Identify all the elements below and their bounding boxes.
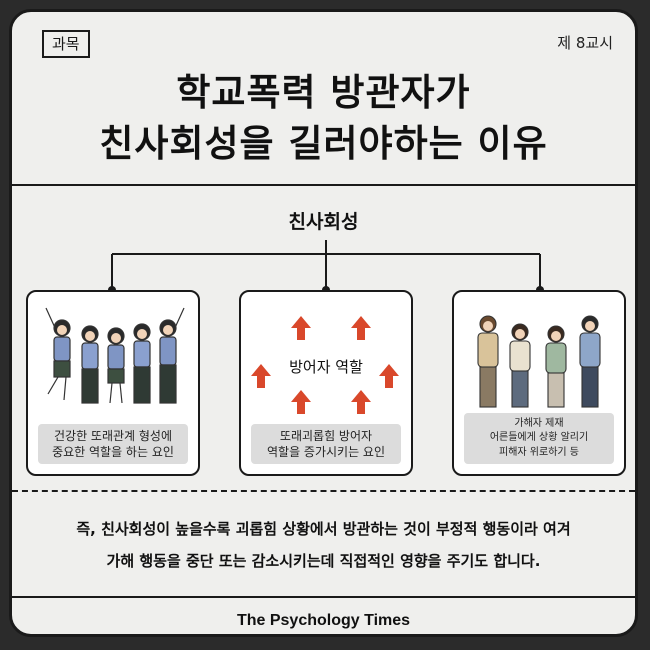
up-arrows-icon [251,316,399,414]
factor-box-defender-role: 방어자 역할 또래괴롭힘 방어자 역할을 증가시키는 요인 [239,290,413,476]
caption-line: 중요한 역할을 하는 요인 [52,444,174,459]
footer-divider [12,596,635,598]
caption-line: 건강한 또래관계 형성에 [53,428,173,443]
title-line-2: 친사회성을 길러야하는 이유 [99,122,548,165]
students-group-icon [45,307,185,404]
factor-box-actions: 가해자 제재 어른들에게 상황 알리기 피해자 위로하기 등 [452,290,626,476]
caption-line: 가해자 제재 [514,417,564,429]
root-node-label: 친사회성 [288,211,359,233]
caption-line: 피해자 위로하기 등 [499,446,579,458]
factor-box-peer-relations: 건강한 또래관계 형성에 중요한 역할을 하는 요인 [26,290,200,476]
factor-caption-3: 가해자 제재 어른들에게 상황 알리기 피해자 위로하기 등 [464,412,614,464]
footer-brand: The Psychology Times [236,612,411,629]
caption-line: 어른들에게 상황 알리기 [489,432,589,443]
caption-line: 역할을 증가시키는 요인 [266,444,386,459]
infographic-card: 과목 제 8교시 학교폭력 방관자가 친사회성을 길러야하는 이유 친사회성 [9,9,638,637]
tree-connectors [108,240,544,294]
summary-line-1: 즉, 친사회성이 높을수록 괴롭힘 상황에서 방관하는 것이 부정적 행동이라 … [76,520,571,538]
caption-line: 또래괴롭힘 방어자 [279,428,373,443]
factor-caption-1: 건강한 또래관계 형성에 중요한 역할을 하는 요인 [38,423,188,464]
lesson-number: 제 8교시 [557,34,613,52]
adults-group-icon [477,315,601,408]
subject-tag: 과목 [42,30,90,58]
factor-caption-2: 또래괴롭힘 방어자 역할을 증가시키는 요인 [251,423,401,464]
summary-line-2: 가해 행동을 중단 또는 감소시키는데 직접적인 영향을 주기도 합니다. [106,552,541,570]
title-line-1: 학교폭력 방관자가 [176,71,471,114]
defender-role-label: 방어자 역할 [289,358,363,376]
header-divider [12,184,635,186]
summary-divider [12,490,635,492]
